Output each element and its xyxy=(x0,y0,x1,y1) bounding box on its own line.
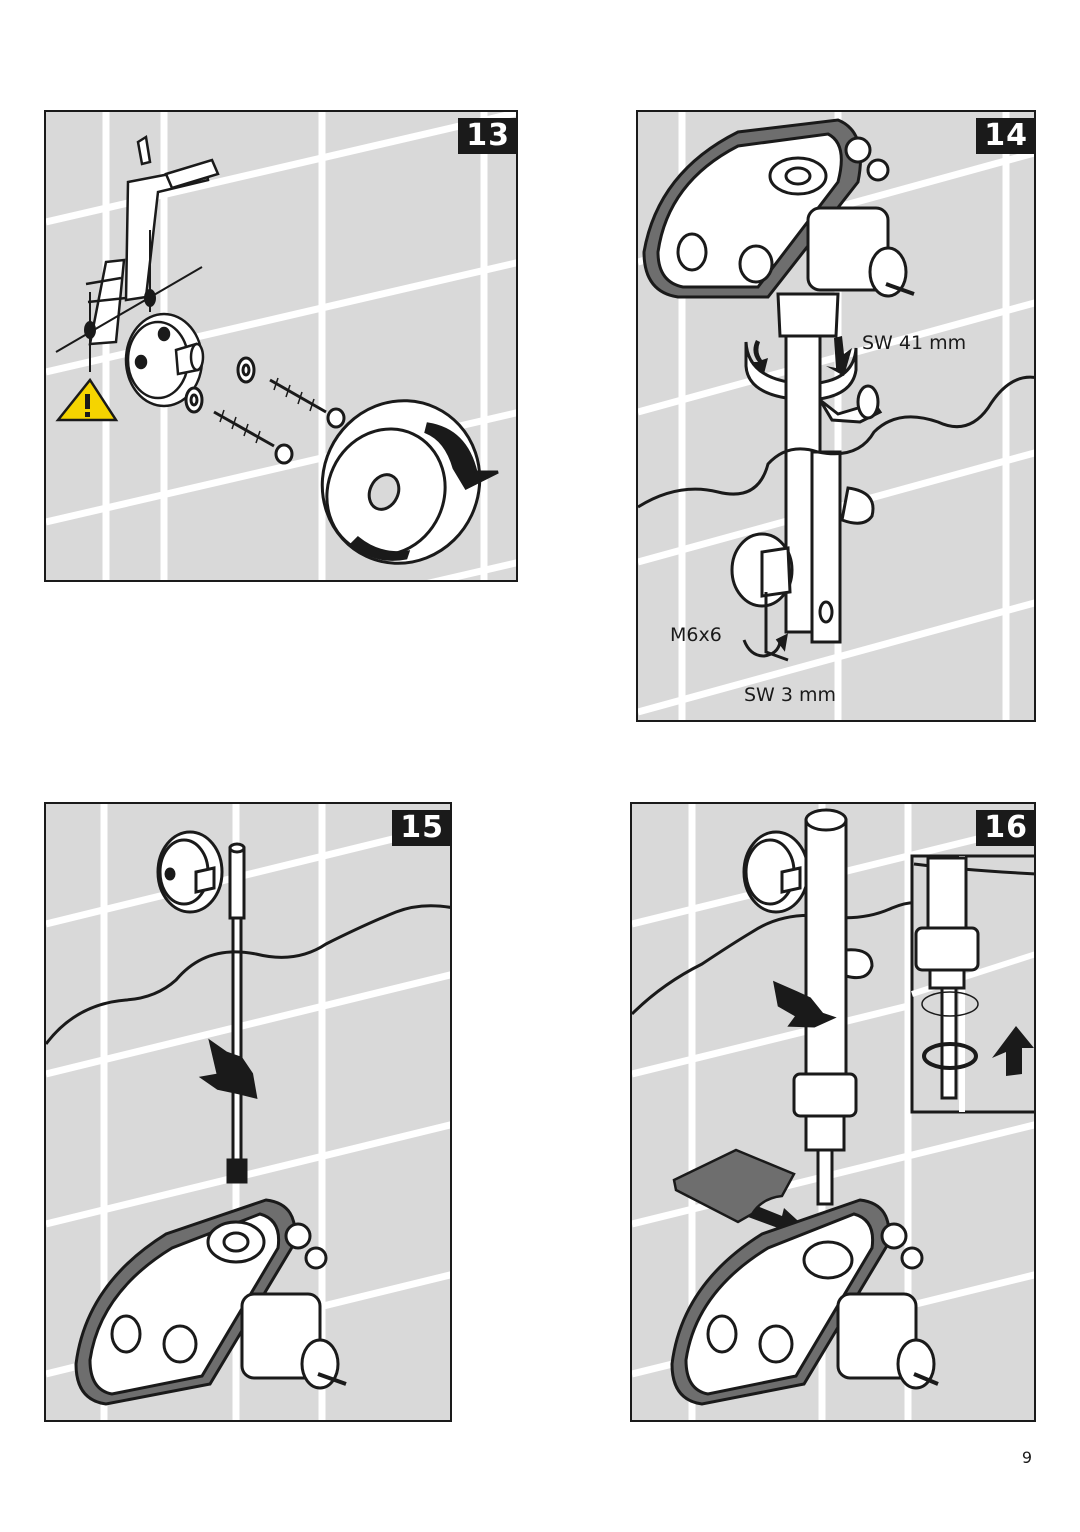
step-13-panel: 13 xyxy=(44,110,518,582)
valve-body-icon xyxy=(670,1198,939,1406)
washer-icon xyxy=(184,356,256,414)
shim-plate-icon xyxy=(672,1148,796,1224)
wall-bracket-icon xyxy=(156,830,224,914)
page-number: 9 xyxy=(1021,1448,1032,1467)
tile-wall-background xyxy=(632,804,1034,1420)
screw-label: M6x6 xyxy=(670,624,722,646)
valve-body-icon xyxy=(642,118,915,338)
step-number: 14 xyxy=(976,118,1034,154)
tile-wall-background xyxy=(46,112,516,580)
step-14-panel: 14 SW 41 mm M6x6 SW 3 mm xyxy=(636,110,1036,722)
rotate-arrow-icon xyxy=(750,336,852,376)
nut-icon xyxy=(792,1072,858,1206)
sealing-tape-icon xyxy=(320,399,499,565)
screw-icon xyxy=(213,378,346,465)
shower-rail-icon xyxy=(730,334,875,644)
wrench-icon xyxy=(744,341,883,424)
hex-key-icon xyxy=(742,592,789,662)
step-16-panel: 16 xyxy=(630,802,1036,1422)
wall-bracket-icon xyxy=(124,312,205,408)
step-number: 15 xyxy=(392,810,450,846)
detail-inset xyxy=(910,854,1034,1114)
valve-body-icon xyxy=(74,1198,347,1406)
step-15-panel: 15 xyxy=(44,802,452,1422)
tile-wall-background xyxy=(638,112,1034,720)
step-number: 16 xyxy=(976,810,1034,846)
hex-key-label: SW 3 mm xyxy=(744,684,837,706)
arrow-down-icon xyxy=(198,1038,258,1099)
o-ring-icon xyxy=(921,991,979,1017)
warning-triangle-icon xyxy=(55,377,119,422)
pipe-icon xyxy=(804,808,874,1088)
tile-wall-background xyxy=(46,804,450,1420)
pipe-icon xyxy=(226,842,248,1184)
caulking-gun-icon xyxy=(85,134,220,346)
step-number: 13 xyxy=(458,118,516,154)
wrench-size-label: SW 41 mm xyxy=(862,332,967,354)
wall-bracket-icon xyxy=(742,830,810,914)
arrow-up-icon xyxy=(992,1026,1034,1076)
